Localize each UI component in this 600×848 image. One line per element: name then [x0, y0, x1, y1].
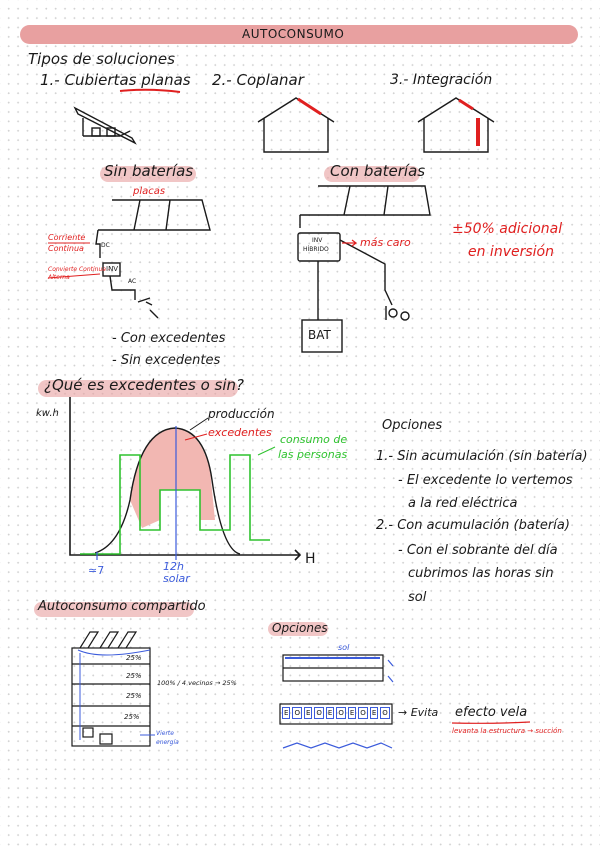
panel-cell: O [380, 707, 390, 719]
levanta-note: levanta la estructura → succión [452, 728, 562, 735]
excedentes-chart [70, 397, 300, 560]
panel-cell: E [370, 707, 378, 719]
opciones-line-3: a la red eléctrica [408, 497, 517, 510]
distribution-note: 100% / 4 vecinos → 25% [157, 680, 237, 687]
wind-wave [283, 743, 392, 748]
floor-pct-1: 25% [126, 655, 142, 662]
excedentes-area [130, 428, 215, 528]
consumo-line1: consumo de [280, 434, 347, 445]
dc-label: DC [101, 243, 110, 249]
opciones-line-4: 2.- Con acumulación (batería) [376, 519, 570, 532]
opciones2-heading: Opciones [272, 622, 328, 634]
chart-xlabel: H [305, 552, 316, 566]
floor-pct-2: 25% [126, 673, 142, 680]
flat-roof-sketch [75, 108, 135, 143]
vierte-line1: Vierte [156, 731, 174, 737]
compartido-heading: Autoconsumo compartido [38, 600, 206, 613]
x-mark-solar: solar [163, 573, 190, 584]
panel-cell: O [314, 707, 324, 719]
integracion-house-sketch [418, 98, 494, 152]
inv-label: INV [106, 266, 118, 273]
produccion-label: producción [208, 408, 275, 420]
con-baterias-heading: Con baterías [330, 164, 425, 179]
opciones-line-2: - El excedente lo vertemos [398, 474, 573, 487]
panel-cell: O [292, 707, 302, 719]
corriente-continua-label: Corriente Continua [48, 232, 90, 254]
adicional-line1: ±50% adicional [452, 222, 562, 236]
consumo-line2: las personas [278, 449, 347, 460]
ac-label: AC [128, 279, 136, 285]
adicional-line2: en inversión [468, 245, 554, 259]
panel-cell: O [358, 707, 368, 719]
floor-pct-4: 25% [124, 714, 140, 721]
vierte-line2: energía [156, 740, 179, 746]
coplanar-panel [298, 99, 321, 114]
opciones-line-6: cubrimos las horas sin [408, 567, 554, 580]
building-sketch [72, 632, 150, 746]
tipo-1-underline [120, 90, 180, 92]
evita-prefix: → Evita [398, 707, 438, 718]
bat-label: BAT [308, 329, 331, 341]
panel-cell: E [282, 707, 290, 719]
mas-caro-label: más caro [360, 237, 411, 248]
x-mark-7: ≃7 [88, 565, 104, 576]
sol-label: sol [338, 644, 349, 652]
inv-hibrido-line1: INV [312, 238, 322, 244]
coplanar-house-sketch [258, 98, 334, 152]
opciones-line-1: 1.- Sin acumulación (sin batería) [376, 450, 588, 463]
chart-ylabel: kw.h [36, 409, 59, 419]
placas-label: placas [133, 187, 165, 197]
inv-hibrido-line2: HÍBRIDO [303, 247, 329, 253]
sin-baterias-heading: Sin baterías [104, 164, 193, 179]
x-mark-12h: 12h [163, 561, 184, 572]
sin-baterias-panel-sketch [96, 200, 210, 318]
sin-excedentes-label: - Sin excedentes [112, 354, 220, 367]
opciones-heading: Opciones [382, 419, 442, 432]
floor-pct-3: 25% [126, 693, 142, 700]
panel-cells-row: E O E O E O E O E O [282, 707, 390, 719]
excedentes-question: ¿Qué es excedentes o sin? [44, 378, 244, 393]
panel-cell: E [326, 707, 334, 719]
efecto-vela-label: efecto vela [455, 706, 527, 719]
con-excedentes-label: - Con excedentes [112, 332, 225, 345]
opciones-line-5: - Con el sobrante del día [398, 544, 558, 557]
opciones-line-7: sol [408, 591, 426, 604]
panel-cell: E [348, 707, 356, 719]
panel-cell: O [336, 707, 346, 719]
panel-cell: E [304, 707, 312, 719]
excedentes-label: excedentes [208, 427, 272, 438]
